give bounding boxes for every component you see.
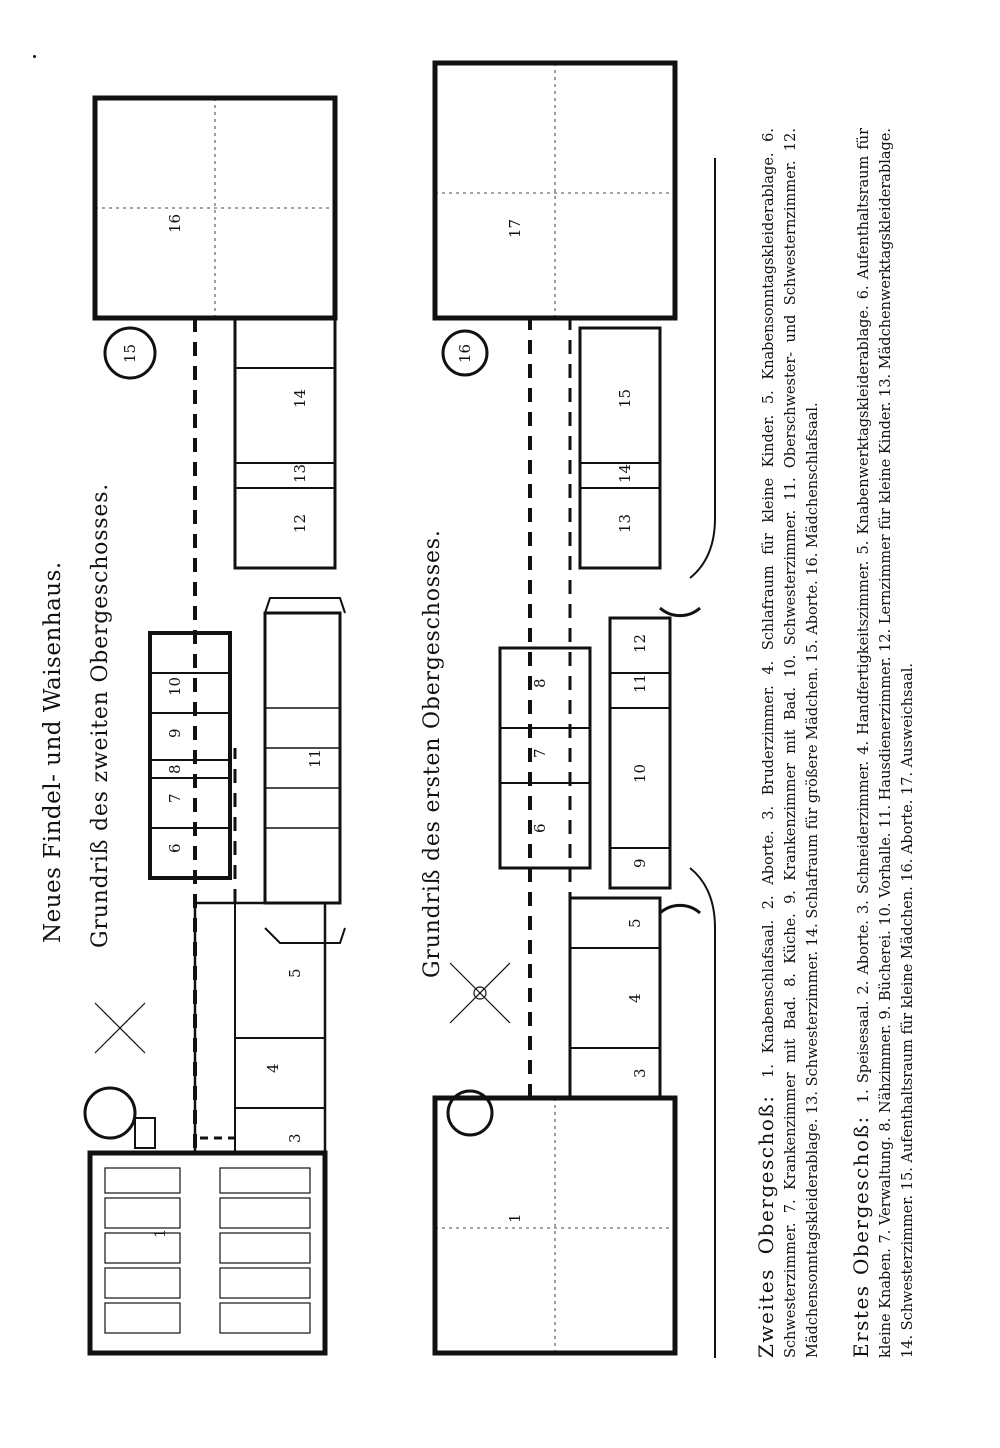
upper-room-1-wing (87, 1150, 328, 1356)
lower-compass (449, 962, 511, 1024)
upper-rooms-12-14 (233, 316, 337, 570)
upper-room-label-5: 5 (286, 968, 304, 978)
lower-room-label-16: 16 (456, 344, 474, 363)
lower-room-label-11: 11 (631, 674, 649, 693)
lower-room-label-12: 12 (631, 634, 649, 653)
lower-room-label-15: 15 (616, 389, 634, 408)
lower-room-label-17: 17 (506, 219, 524, 238)
upper-beds (104, 1167, 311, 1334)
legend-upper-heading: Zweites Obergeschoß: (754, 1094, 778, 1358)
upper-room-label-4: 4 (264, 1063, 282, 1073)
upper-room-label-10: 10 (166, 677, 184, 696)
lower-room-label-7: 7 (531, 748, 549, 758)
lower-rooms-13-15 (578, 326, 662, 570)
upper-room-label-16: 16 (166, 214, 184, 233)
lower-rooms-9-12 (608, 616, 672, 890)
lower-room-label-10: 10 (631, 764, 649, 783)
lower-room-label-5: 5 (626, 918, 644, 928)
lower-floor-plan (432, 60, 716, 1358)
upper-room-label-3: 3 (286, 1133, 304, 1143)
upper-room-label-8: 8 (166, 764, 184, 774)
upper-room-label-6: 6 (166, 843, 184, 853)
lower-room-label-6: 6 (531, 823, 549, 833)
legend-lower-heading: Erstes Obergeschoß: (849, 1115, 873, 1358)
upper-room-label-9: 9 (166, 728, 184, 738)
lower-room-label-4: 4 (626, 993, 644, 1003)
lower-room-labels: 1 3 4 5 6 7 8 9 10 11 12 13 14 15 16 17 (456, 219, 649, 1223)
upper-compass (94, 1002, 146, 1054)
lower-room-label-13: 13 (616, 514, 634, 533)
upper-left-block (193, 901, 327, 1155)
lower-room-label-9: 9 (631, 858, 649, 868)
lower-room-label-1: 1 (506, 1213, 524, 1223)
upper-room-label-11: 11 (306, 749, 324, 768)
upper-rooms-6-10 (148, 631, 232, 880)
upper-room-label-14: 14 (291, 389, 309, 408)
upper-room-label-7: 7 (166, 793, 184, 803)
lower-room-label-3: 3 (631, 1068, 649, 1078)
upper-floor-plan (83, 95, 346, 1356)
legend-lower: Erstes Obergeschoß: 1. Speisesaal. 2. Ab… (849, 128, 919, 1358)
lower-rooms-6-8 (498, 646, 592, 870)
upper-room-11 (263, 611, 342, 905)
upper-room-label-1: 1 (151, 1228, 169, 1238)
lower-room-label-14: 14 (616, 464, 634, 483)
lower-room-label-8: 8 (531, 678, 549, 688)
upper-room-label-12: 12 (291, 514, 309, 533)
stray-dot (33, 55, 36, 58)
legend-upper: Zweites Obergeschoß: 1. Knabenschlafsaal… (754, 128, 824, 1358)
upper-room-label-15: 15 (121, 344, 139, 363)
upper-room-labels: 1 3 4 5 6 7 8 9 10 11 12 13 14 15 16 (121, 214, 324, 1238)
upper-room-label-13: 13 (291, 464, 309, 483)
